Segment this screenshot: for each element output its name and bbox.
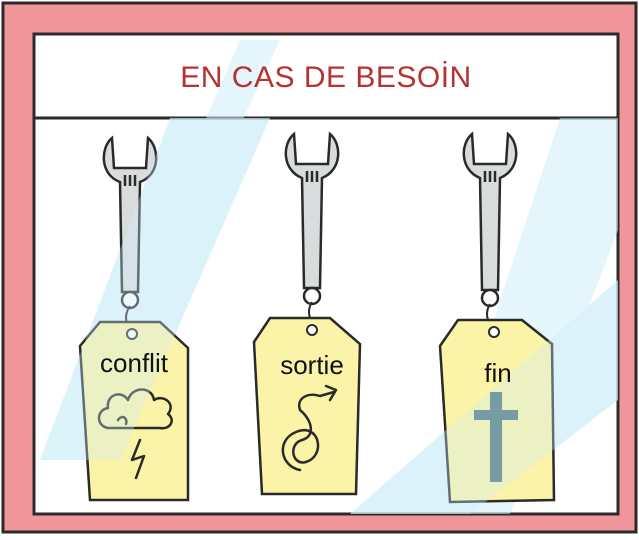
glass-overlay [40, 118, 618, 514]
exit-spiral-arrow-icon [281, 384, 338, 472]
storm-cloud-lightning-icon [97, 388, 173, 480]
cross-icon [474, 392, 518, 482]
tag-conflit [78, 135, 190, 502]
tag-card [252, 316, 362, 496]
tag-card [78, 320, 190, 502]
wrench-icon [462, 131, 518, 308]
wrench-icon [284, 131, 340, 306]
tag-fin [438, 131, 556, 504]
wrench-icon [102, 135, 158, 310]
tag-sortie [252, 131, 362, 496]
